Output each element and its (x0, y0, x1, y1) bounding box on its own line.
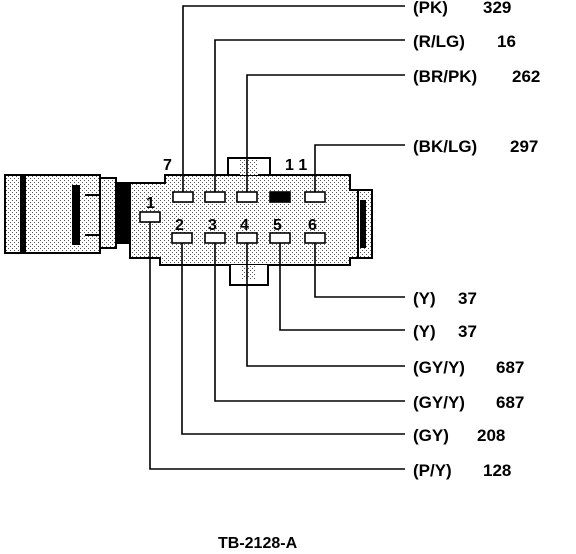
figure-id: TB-2128-A (218, 535, 298, 552)
wire-py-128 (149, 222, 405, 470)
wire-pk-329 (182, 5, 405, 192)
pin-cavity-5 (269, 232, 291, 244)
wire-gyy-687-pin3 (214, 243, 405, 402)
wire-y-37-pin6 (314, 243, 405, 298)
label-gyy-circuit-1: 687 (496, 358, 524, 377)
wire-rlg-16 (214, 39, 405, 192)
wire-brpk-262 (246, 74, 405, 192)
pin-cavity-11 (304, 191, 326, 203)
pin-cavity-1 (139, 211, 161, 223)
label-y-color-2: (Y) (413, 322, 436, 341)
label-gyy-circuit-2: 687 (496, 393, 524, 412)
label-pk-circuit: 329 (483, 0, 511, 17)
wire-y-37-pin5 (279, 243, 405, 331)
label-y-circuit-2: 37 (458, 322, 477, 341)
label-gyy-color-2: (GY/Y) (413, 393, 465, 412)
label-bklg-circuit: 297 (510, 137, 538, 156)
label-bklg-color: (BK/LG) (413, 137, 477, 156)
wire-gy-208 (181, 243, 405, 435)
pin-cavity-10 (269, 191, 291, 203)
label-gy-circuit: 208 (477, 426, 505, 445)
pin-cavity-4 (236, 232, 258, 244)
label-py-color: (P/Y) (413, 461, 452, 480)
pin-cavity-9 (236, 191, 258, 203)
pin-number-6: 6 (308, 217, 317, 234)
label-gy-color: (GY) (413, 426, 449, 445)
label-rlg-color: (R/LG) (413, 32, 465, 51)
pin-cavity-8 (204, 191, 226, 203)
label-rlg-circuit: 16 (497, 32, 516, 51)
pin-cavity-6 (304, 232, 326, 244)
pin-number-4: 4 (240, 217, 249, 234)
label-brpk-color: (BR/PK) (413, 67, 477, 86)
connector-plug-body (4, 174, 130, 254)
pin-cavity-3 (204, 232, 226, 244)
top-wires (182, 5, 405, 192)
label-y-circuit-1: 37 (458, 289, 477, 308)
pin-number-1: 1 (146, 195, 155, 212)
label-brpk-circuit: 262 (512, 67, 540, 86)
connector-housing (129, 157, 373, 286)
pin-number-3: 3 (208, 217, 217, 234)
wire-bklg-297 (314, 144, 405, 192)
label-gyy-color-1: (GY/Y) (413, 358, 465, 377)
pin-cavity-7 (172, 191, 194, 203)
label-y-color-1: (Y) (413, 289, 436, 308)
pin-cavity-2 (171, 232, 193, 244)
wire-gyy-687-pin4 (246, 243, 405, 367)
label-py-circuit: 128 (483, 461, 511, 480)
pin-number-2: 2 (175, 217, 184, 234)
pin-number-7: 7 (163, 157, 172, 174)
pin-number-11: 1 1 (285, 157, 307, 174)
pin-number-5: 5 (273, 217, 282, 234)
label-pk-color: (PK) (413, 0, 448, 17)
bottom-wires (149, 222, 405, 470)
